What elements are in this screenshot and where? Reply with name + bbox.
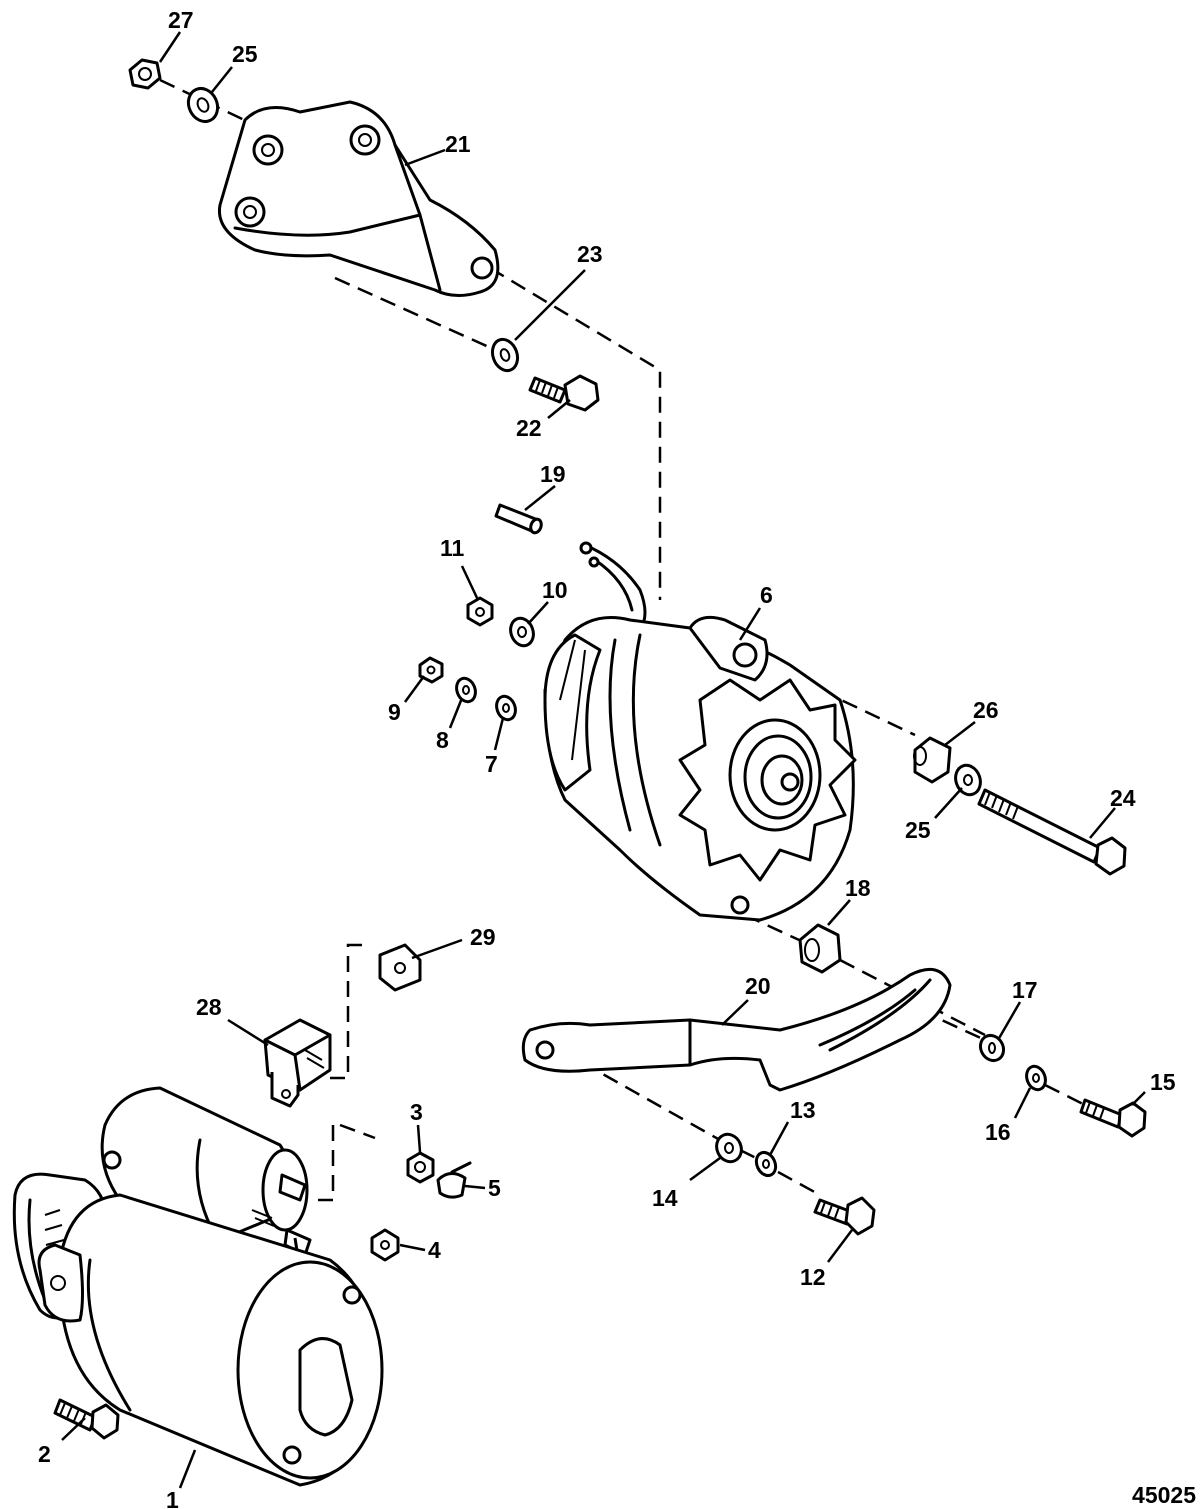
part-6-alternator — [543, 541, 857, 922]
callout-10: 10 — [542, 577, 568, 603]
callout-18: 18 — [845, 875, 871, 901]
part-25-washer-right — [954, 763, 982, 797]
part-15-bolt — [1079, 1098, 1147, 1138]
part-24-long-bolt — [977, 788, 1127, 876]
callout-26: 26 — [973, 697, 999, 723]
part-16-lockwasher — [1025, 1064, 1047, 1092]
part-3-nut — [406, 1151, 435, 1184]
callout-22: 22 — [516, 415, 542, 441]
callout-14: 14 — [652, 1185, 678, 1211]
part-25-washer-top — [186, 86, 220, 124]
part-17-washer — [978, 1033, 1006, 1063]
part-28-relay — [263, 1018, 332, 1108]
callout-5: 5 — [488, 1175, 501, 1201]
figure-number: 45025 — [1132, 1482, 1196, 1508]
part-12-bolt — [813, 1196, 876, 1236]
callout-labels: 27 25 21 23 22 19 11 10 6 9 8 7 26 24 25… — [38, 7, 1176, 1509]
part-23-washer — [490, 337, 520, 373]
part-1-starter-motor — [12, 1086, 384, 1487]
callout-15: 15 — [1150, 1069, 1176, 1095]
callout-21: 21 — [445, 131, 471, 157]
callout-9: 9 — [388, 699, 401, 725]
callout-19: 19 — [540, 461, 566, 487]
callout-17: 17 — [1012, 977, 1038, 1003]
callout-6: 6 — [760, 582, 773, 608]
part-22-bolt — [528, 374, 600, 412]
callout-20: 20 — [745, 973, 771, 999]
part-5-terminal — [436, 1161, 472, 1199]
callout-29: 29 — [470, 924, 496, 950]
part-11-nut — [466, 596, 494, 627]
callout-27: 27 — [168, 7, 194, 33]
callout-8: 8 — [436, 727, 449, 753]
part-29-square-nut — [378, 943, 422, 992]
callout-1: 1 — [166, 1487, 179, 1509]
leader-lines — [61, 31, 1146, 1489]
part-21-mounting-bracket — [217, 100, 500, 297]
callout-25-right: 25 — [905, 817, 931, 843]
callout-2: 2 — [38, 1441, 51, 1467]
callout-23: 23 — [577, 241, 603, 267]
callout-4: 4 — [428, 1237, 441, 1263]
callout-3: 3 — [410, 1099, 423, 1125]
part-18-spacer — [798, 923, 842, 974]
callout-12: 12 — [800, 1264, 826, 1290]
part-13-lockwasher — [754, 1150, 778, 1178]
callout-7: 7 — [485, 751, 498, 777]
callout-16: 16 — [985, 1119, 1011, 1145]
part-8-washer — [455, 676, 477, 704]
callout-24: 24 — [1110, 785, 1136, 811]
part-14-washer — [715, 1132, 743, 1164]
part-10-washer — [509, 616, 535, 648]
part-7-washer — [495, 694, 517, 722]
part-2-bolt — [53, 1398, 120, 1440]
part-20-adjusting-brace — [521, 967, 952, 1092]
callout-13: 13 — [790, 1097, 816, 1123]
part-27-hex-nut — [128, 58, 162, 90]
part-4-nut — [370, 1228, 400, 1262]
part-9-nut — [418, 656, 444, 684]
part-19-pin — [494, 503, 543, 535]
part-26-spacer — [913, 736, 952, 784]
callout-28: 28 — [196, 994, 222, 1020]
callout-25-top: 25 — [232, 41, 258, 67]
callout-11: 11 — [440, 535, 465, 561]
